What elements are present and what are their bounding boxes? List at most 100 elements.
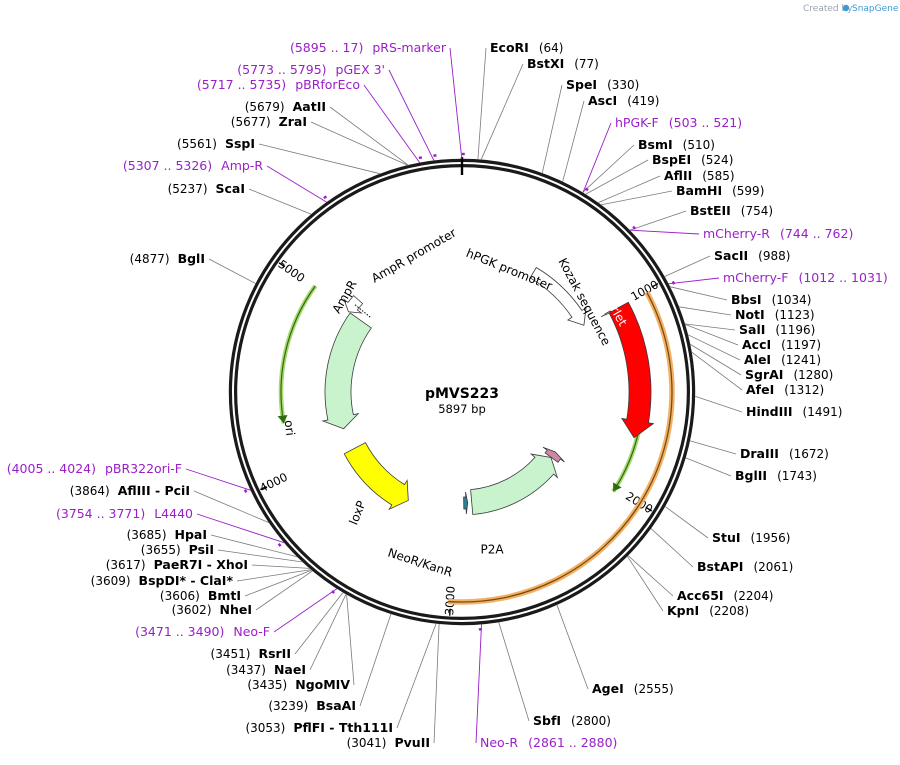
- enzyme-leader-aflii: [597, 175, 661, 204]
- primer-leader-pgex-3: [388, 69, 435, 161]
- enzyme-site-sspi: SspI(5561): [177, 136, 255, 151]
- feature-ori: [343, 442, 409, 511]
- enzyme-name: BstXI: [527, 56, 564, 71]
- primer-marker: [671, 280, 676, 285]
- enzyme-site-bstxi: BstXI (77): [527, 56, 599, 71]
- amp-promoter-divider: [354, 304, 372, 319]
- enzyme-leader-afliii-pcii: [193, 490, 270, 524]
- enzyme-leader-alei: [687, 334, 741, 361]
- enzyme-position: (1280): [793, 368, 833, 382]
- enzyme-site-bgli: BglI(4877): [130, 251, 205, 266]
- enzyme-site-aflii: AflII(585): [664, 168, 735, 183]
- primer-name: pRS-marker: [372, 40, 447, 55]
- feature-hpgk-promoter: [529, 266, 587, 326]
- enzyme-site-hindiii: HindIII (1491): [746, 404, 842, 419]
- enzyme-position: (330): [607, 78, 639, 92]
- primer-range: (503 .. 521): [669, 115, 742, 130]
- enzyme-site-hpai: HpaI(3685): [127, 527, 207, 542]
- site-labels: EcoRI(64)BstXI(77)SpeI(330)AscI(419)BsmI…: [7, 40, 888, 750]
- enzyme-name: Acc65I: [677, 588, 724, 603]
- enzyme-position: (524): [701, 153, 733, 167]
- enzyme-position: (3041): [347, 736, 387, 750]
- enzyme-name: BsaAI: [316, 698, 356, 713]
- green-arc-core-1: [280, 285, 316, 424]
- enzyme-leader-bspdi-clai: [236, 569, 312, 582]
- enzyme-leader-sacii: [664, 255, 711, 277]
- primer-range: (5307 .. 5326): [123, 158, 212, 173]
- enzyme-site-bsteii: BstEII(754): [690, 203, 773, 218]
- enzyme-name: NgoMIV: [295, 677, 350, 692]
- enzyme-name: SalI: [739, 322, 765, 337]
- feature-p2a: [542, 446, 565, 463]
- enzyme-name: SgrAI: [745, 367, 783, 382]
- enzyme-position: (1197): [781, 338, 821, 352]
- primer-leader-prs-marker: [449, 47, 463, 160]
- enzyme-site-bsmi: BsmI(510): [638, 137, 715, 152]
- enzyme-name: AatII: [293, 99, 326, 114]
- primer-marker: [323, 195, 328, 200]
- enzyme-site-acc65i: Acc65I (2204): [677, 588, 773, 603]
- enzyme-position: (2204): [734, 589, 774, 603]
- primer-name: pBR322ori-F: [105, 461, 182, 476]
- feature-label-neor-kanr: NeoR/KanR: [386, 546, 454, 580]
- primer-leader-mcherry-r: [629, 229, 700, 235]
- enzyme-site-asci: AscI(419): [588, 93, 659, 108]
- green-arc-head-0: [613, 482, 622, 492]
- enzyme-leader-afei: [691, 351, 743, 391]
- enzyme-site-naei: NaeI(3437): [226, 662, 306, 677]
- enzyme-name: SspI: [225, 136, 255, 151]
- primer-range: (4005 .. 4024): [7, 461, 96, 476]
- enzyme-name: PvuII: [394, 735, 430, 750]
- enzyme-name: BglII: [735, 468, 767, 483]
- enzyme-position: (1491): [803, 405, 843, 419]
- tick-mark-2000: [645, 506, 653, 512]
- feature-mscarlet-arrow: [608, 301, 655, 439]
- feature-label-hpgk-promoter: hPGK promoter: [464, 246, 554, 293]
- enzyme-leader-bglii: [685, 457, 732, 477]
- enzyme-position: (77): [574, 57, 599, 71]
- enzyme-position: (3617): [106, 558, 146, 572]
- enzyme-position: (754): [741, 204, 773, 218]
- primer-site-mcherry-f: mCherry-F(1012 .. 1031): [671, 270, 888, 285]
- primer-name: pGEX 3': [336, 62, 385, 77]
- green-arc-head-1: [277, 414, 288, 424]
- enzyme-site-bamhi: BamHI(599): [676, 183, 764, 198]
- primer-leader-l4440: [196, 513, 285, 544]
- feature-ori-arrow: [343, 442, 409, 511]
- enzyme-position: (3435): [247, 678, 287, 692]
- enzyme-name: RsrII: [258, 646, 291, 661]
- enzyme-leader-sspi: [258, 143, 381, 175]
- enzyme-name: ZraI: [279, 114, 307, 129]
- enzyme-leader-acc65i: [627, 555, 674, 597]
- primer-site-prs-marker: pRS-marker(5895 .. 17): [290, 40, 465, 156]
- enzyme-position: (1196): [775, 323, 815, 337]
- primer-range: (5717 .. 5735): [197, 77, 286, 92]
- enzyme-name: StuI: [712, 530, 741, 545]
- enzyme-position: (2800): [571, 714, 611, 728]
- enzyme-name: BbsI: [731, 292, 762, 307]
- enzyme-site-sali: SalI (1196): [739, 322, 815, 337]
- enzyme-leader-bmti: [244, 569, 312, 597]
- enzyme-leader-noti: [678, 306, 732, 316]
- enzyme-leader-zrai: [310, 121, 409, 166]
- primer-site-pgex-3: pGEX 3' (5773 .. 5795): [237, 62, 437, 157]
- enzyme-name: SbfI: [533, 713, 561, 728]
- primer-range: (5773 .. 5795): [237, 62, 326, 77]
- enzyme-leader-stui: [664, 506, 709, 539]
- enzyme-name: AflIII - PciI: [118, 483, 190, 498]
- primer-name: L4440: [154, 506, 193, 521]
- enzyme-leader-sgrai: [689, 343, 742, 376]
- primer-marker: [632, 225, 637, 230]
- enzyme-site-noti: NotI(1123): [735, 307, 815, 322]
- primer-range: (1012 .. 1031): [798, 270, 887, 285]
- enzyme-name: SpeI: [566, 77, 597, 92]
- enzyme-leader-hpai: [210, 534, 298, 558]
- enzyme-name: HindIII: [746, 404, 793, 419]
- enzyme-site-nhei: NheI(3602): [172, 602, 252, 617]
- primer-site-pbr322ori-f: pBR322ori-F (4005 .. 4024): [7, 461, 248, 493]
- enzyme-site-alei: AleI(1241): [744, 352, 821, 367]
- enzyme-name: HpaI: [175, 527, 208, 542]
- enzyme-name: PflFI - Tth111I: [293, 720, 393, 735]
- enzyme-position: (1034): [772, 293, 812, 307]
